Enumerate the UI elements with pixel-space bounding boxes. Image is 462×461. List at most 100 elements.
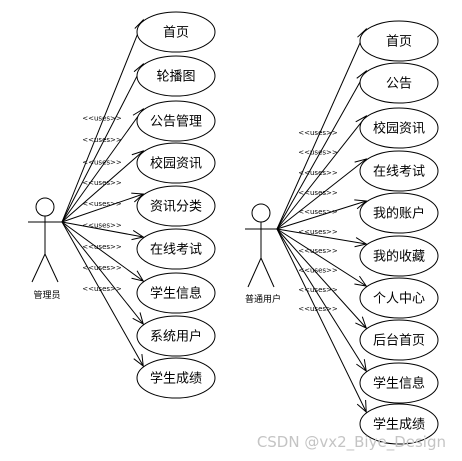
admin-use-case-ellipse[interactable] bbox=[136, 357, 216, 399]
user-relation-arrowhead bbox=[355, 316, 368, 329]
user-use-case-ellipse[interactable] bbox=[359, 319, 439, 361]
admin-uses-labels: <<uses>> <<uses>> <<uses>> <<uses>> <<uses>>… bbox=[82, 115, 122, 293]
user-use-case[interactable]: 学生信息 bbox=[359, 362, 439, 404]
admin-actor-left-leg bbox=[31, 253, 46, 283]
user-use-case[interactable]: 公告 bbox=[359, 62, 439, 104]
user-use-case[interactable]: 后台首页 bbox=[359, 319, 439, 361]
user-use-case-ellipse[interactable] bbox=[359, 362, 439, 404]
user-use-case-ellipse[interactable] bbox=[359, 20, 439, 62]
user-relation-arrowhead bbox=[356, 399, 367, 414]
admin-relation-arrowhead bbox=[131, 270, 145, 282]
admin-uses-label: <<uses>> bbox=[82, 136, 122, 144]
user-relation-arrowhead bbox=[354, 237, 368, 248]
user-uses-label: <<uses>> bbox=[298, 169, 338, 177]
user-use-case[interactable]: 学生成绩 bbox=[359, 403, 439, 445]
admin-relation-arrowhead bbox=[133, 354, 144, 368]
admin-use-case-ellipse[interactable] bbox=[136, 142, 216, 184]
user-actor-label: 普通用户 bbox=[245, 293, 281, 305]
user-uses-label: <<uses>> bbox=[298, 305, 338, 313]
admin-use-case[interactable]: 校园资讯 bbox=[136, 142, 216, 184]
admin-uses-label: <<uses>> bbox=[82, 200, 122, 208]
user-use-case-ellipse[interactable] bbox=[359, 192, 439, 234]
user-actor-left-leg bbox=[247, 257, 262, 288]
admin-actor bbox=[28, 197, 62, 283]
admin-use-case[interactable]: 在线考试 bbox=[136, 228, 216, 270]
user-uses-label: <<uses>> bbox=[298, 286, 338, 294]
admin-use-case[interactable]: 公告管理 bbox=[136, 100, 216, 142]
user-use-case-label: 学生成绩 bbox=[373, 417, 425, 433]
user-relation-line bbox=[276, 228, 367, 245]
user-use-case[interactable]: 我的收藏 bbox=[359, 235, 439, 277]
admin-use-case-ellipse[interactable] bbox=[136, 272, 216, 314]
admin-use-case-ellipse[interactable] bbox=[136, 185, 216, 227]
user-relation-line bbox=[276, 228, 367, 287]
user-relation-line bbox=[276, 200, 367, 230]
admin-use-case[interactable]: 学生成绩 bbox=[136, 357, 216, 399]
admin-relation-line bbox=[61, 108, 144, 223]
admin-use-case[interactable]: 轮播图 bbox=[136, 55, 216, 97]
user-uses-label: <<uses>> bbox=[298, 266, 338, 274]
admin-uses-label: <<uses>> bbox=[82, 158, 122, 166]
user-use-case[interactable]: 在线考试 bbox=[359, 150, 439, 192]
user-use-case-ellipse[interactable] bbox=[359, 150, 439, 192]
admin-use-case[interactable]: 首页 bbox=[136, 11, 216, 53]
admin-uses-label: <<uses>> bbox=[82, 221, 122, 229]
user-actor-right-leg bbox=[260, 257, 275, 288]
admin-uses-label: <<uses>> bbox=[82, 243, 122, 251]
admin-relations bbox=[61, 18, 145, 368]
user-use-case-label: 学生信息 bbox=[373, 376, 425, 392]
user-use-case-ellipse[interactable] bbox=[359, 403, 439, 445]
user-uses-label: <<uses>> bbox=[298, 208, 338, 216]
admin-actor-label: 管理员 bbox=[33, 289, 60, 301]
user-uses-label: <<uses>> bbox=[298, 189, 338, 197]
user-use-case-label: 首页 bbox=[386, 35, 412, 50]
admin-use-case[interactable]: 资讯分类 bbox=[136, 185, 216, 227]
user-use-case-label: 公告 bbox=[386, 77, 412, 92]
admin-use-case[interactable]: 系统用户 bbox=[136, 315, 216, 357]
user-relation-arrowhead bbox=[356, 359, 367, 373]
user-use-case-label: 个人中心 bbox=[373, 292, 425, 307]
user-use-case[interactable]: 我的账户 bbox=[359, 192, 439, 234]
user-use-case[interactable]: 校园资讯 bbox=[359, 107, 439, 149]
admin-use-case-label: 系统用户 bbox=[150, 329, 202, 345]
user-use-case-ellipse[interactable] bbox=[359, 277, 439, 319]
user-uses-label: <<uses>> bbox=[298, 129, 338, 137]
admin-relation-line bbox=[61, 221, 144, 238]
admin-use-case-label: 在线考试 bbox=[150, 243, 202, 258]
admin-use-case-label: 学生成绩 bbox=[150, 371, 202, 387]
user-relation-arrowhead bbox=[354, 199, 368, 210]
user-uses-label: <<uses>> bbox=[298, 228, 338, 236]
admin-use-case-ellipse[interactable] bbox=[136, 55, 216, 97]
user-use-case-label: 我的收藏 bbox=[373, 249, 425, 265]
user-use-case-ellipse[interactable] bbox=[359, 62, 439, 104]
admin-relation-line bbox=[61, 221, 144, 367]
admin-relation-line bbox=[61, 221, 144, 325]
user-uses-labels: <<uses>> <<uses>> <<uses>> <<uses>> <<uses>>… bbox=[298, 129, 338, 313]
admin-relation-arrowhead bbox=[131, 229, 145, 241]
admin-use-case-label: 首页 bbox=[163, 26, 189, 41]
user-use-case[interactable]: 个人中心 bbox=[359, 277, 439, 319]
admin-uses-label: <<uses>> bbox=[82, 264, 122, 272]
user-relation-line bbox=[276, 70, 367, 230]
user-use-case-ellipse[interactable] bbox=[359, 107, 439, 149]
admin-use-case-ellipse[interactable] bbox=[136, 315, 216, 357]
admin-relation-line bbox=[61, 63, 144, 223]
user-use-case-label: 校园资讯 bbox=[373, 121, 425, 137]
admin-uses-label: <<uses>> bbox=[82, 115, 122, 123]
user-use-case[interactable]: 首页 bbox=[359, 20, 439, 62]
user-relation-line bbox=[276, 228, 367, 329]
admin-use-case-ellipse[interactable] bbox=[136, 100, 216, 142]
watermark: CSDN @vx2_Biye_Design bbox=[257, 433, 446, 452]
admin-relation-line bbox=[61, 19, 144, 223]
user-relation-line bbox=[276, 228, 367, 413]
admin-use-case[interactable]: 学生信息 bbox=[136, 272, 216, 314]
admin-use-case-ellipse[interactable] bbox=[136, 11, 216, 53]
admin-actor-right-leg bbox=[44, 253, 59, 283]
admin-use-case-ellipse[interactable] bbox=[136, 228, 216, 270]
admin-relation-line bbox=[61, 193, 144, 223]
user-use-case-ellipse[interactable] bbox=[359, 235, 439, 277]
